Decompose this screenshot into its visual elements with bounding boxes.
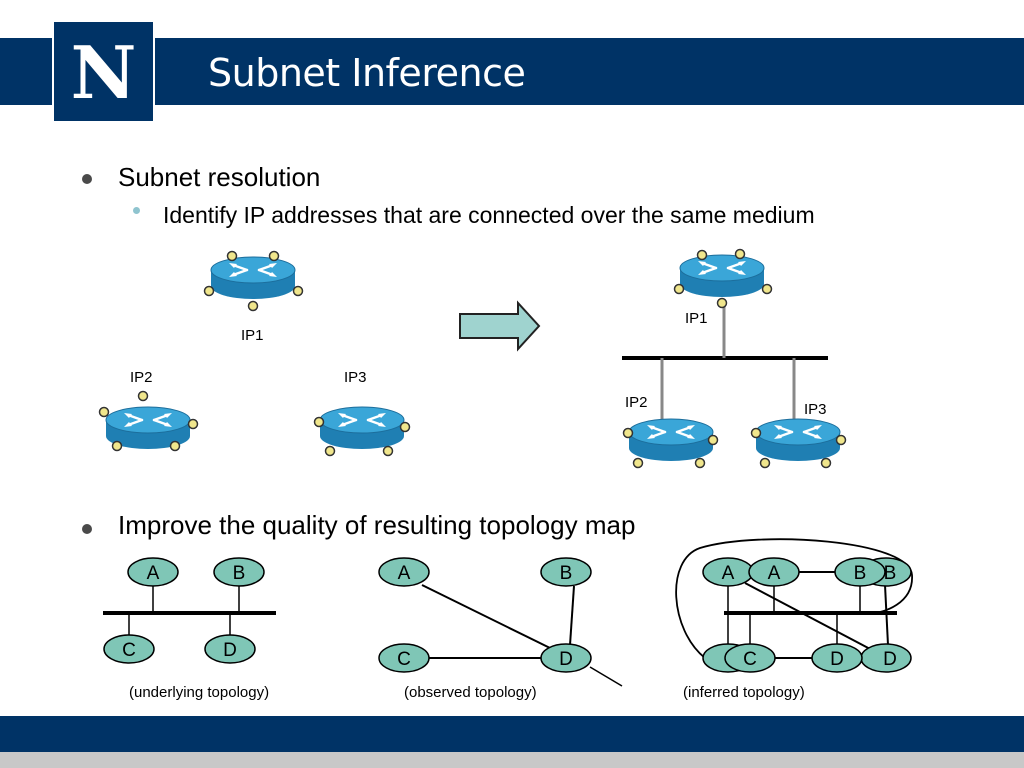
footer-bar: [0, 716, 1024, 752]
label-ip2-right: IP2: [625, 394, 648, 411]
label-ip1-right: IP1: [685, 310, 708, 327]
label-ip1-left: IP1: [241, 327, 264, 344]
node-c-inferred: C: [743, 649, 757, 670]
node-c-observed: C: [397, 649, 411, 670]
header-bar: [0, 38, 1024, 105]
underlying-topology: [103, 557, 276, 664]
node-b-observed: B: [560, 563, 573, 584]
bullet-dot: [82, 524, 92, 534]
router-ports: [750, 427, 847, 469]
router-ip3-left: [318, 405, 406, 451]
node-b-inferred: B: [854, 563, 867, 584]
node-d-observed: D: [559, 649, 573, 670]
caption-inferred: (inferred topology): [683, 684, 805, 701]
node-a-inferred-back: A: [722, 563, 735, 584]
footer-strip: [0, 752, 1024, 768]
logo-n-icon: N: [54, 22, 153, 121]
observed-topology: [378, 557, 623, 687]
caption-observed: (observed topology): [404, 684, 537, 701]
router-ports: [673, 248, 773, 309]
router-ports: [622, 427, 719, 469]
router-ip2-right: [627, 417, 715, 463]
bullet-subnet-resolution: Subnet resolution: [118, 162, 321, 192]
node-a-underlying: A: [147, 563, 160, 584]
node-b-inferred-back: B: [884, 563, 897, 584]
bullet-dot: [82, 174, 92, 184]
router-ports: [98, 390, 199, 452]
node-a-observed: A: [398, 563, 411, 584]
router-ip1-right: [678, 253, 766, 299]
node-d-underlying: D: [223, 640, 237, 661]
router-ports: [313, 416, 411, 457]
inferred-topology: [675, 538, 913, 673]
router-ports: [203, 250, 304, 312]
sub-bullet-identify-ip: Identify IP addresses that are connected…: [163, 202, 815, 228]
label-ip2-left: IP2: [130, 369, 153, 386]
caption-underlying: (underlying topology): [129, 684, 269, 701]
right-arrow-icon: [459, 300, 541, 352]
logo-letter: N: [71, 30, 137, 115]
router-ip3-right: [754, 417, 842, 463]
university-logo: N: [52, 20, 155, 123]
node-c-underlying: C: [122, 640, 136, 661]
sub-bullet-dot: [133, 207, 140, 214]
node-d-inferred: D: [830, 649, 844, 670]
bullet-improve-quality: Improve the quality of resulting topolog…: [118, 510, 636, 540]
label-ip3-left: IP3: [344, 369, 367, 386]
node-a-inferred: A: [768, 563, 781, 584]
node-d-inferred-back: D: [883, 649, 897, 670]
page-title: Subnet Inference: [208, 51, 526, 95]
label-ip3-right: IP3: [804, 401, 827, 418]
node-b-underlying: B: [233, 563, 246, 584]
router-ip1-left: [209, 255, 297, 301]
